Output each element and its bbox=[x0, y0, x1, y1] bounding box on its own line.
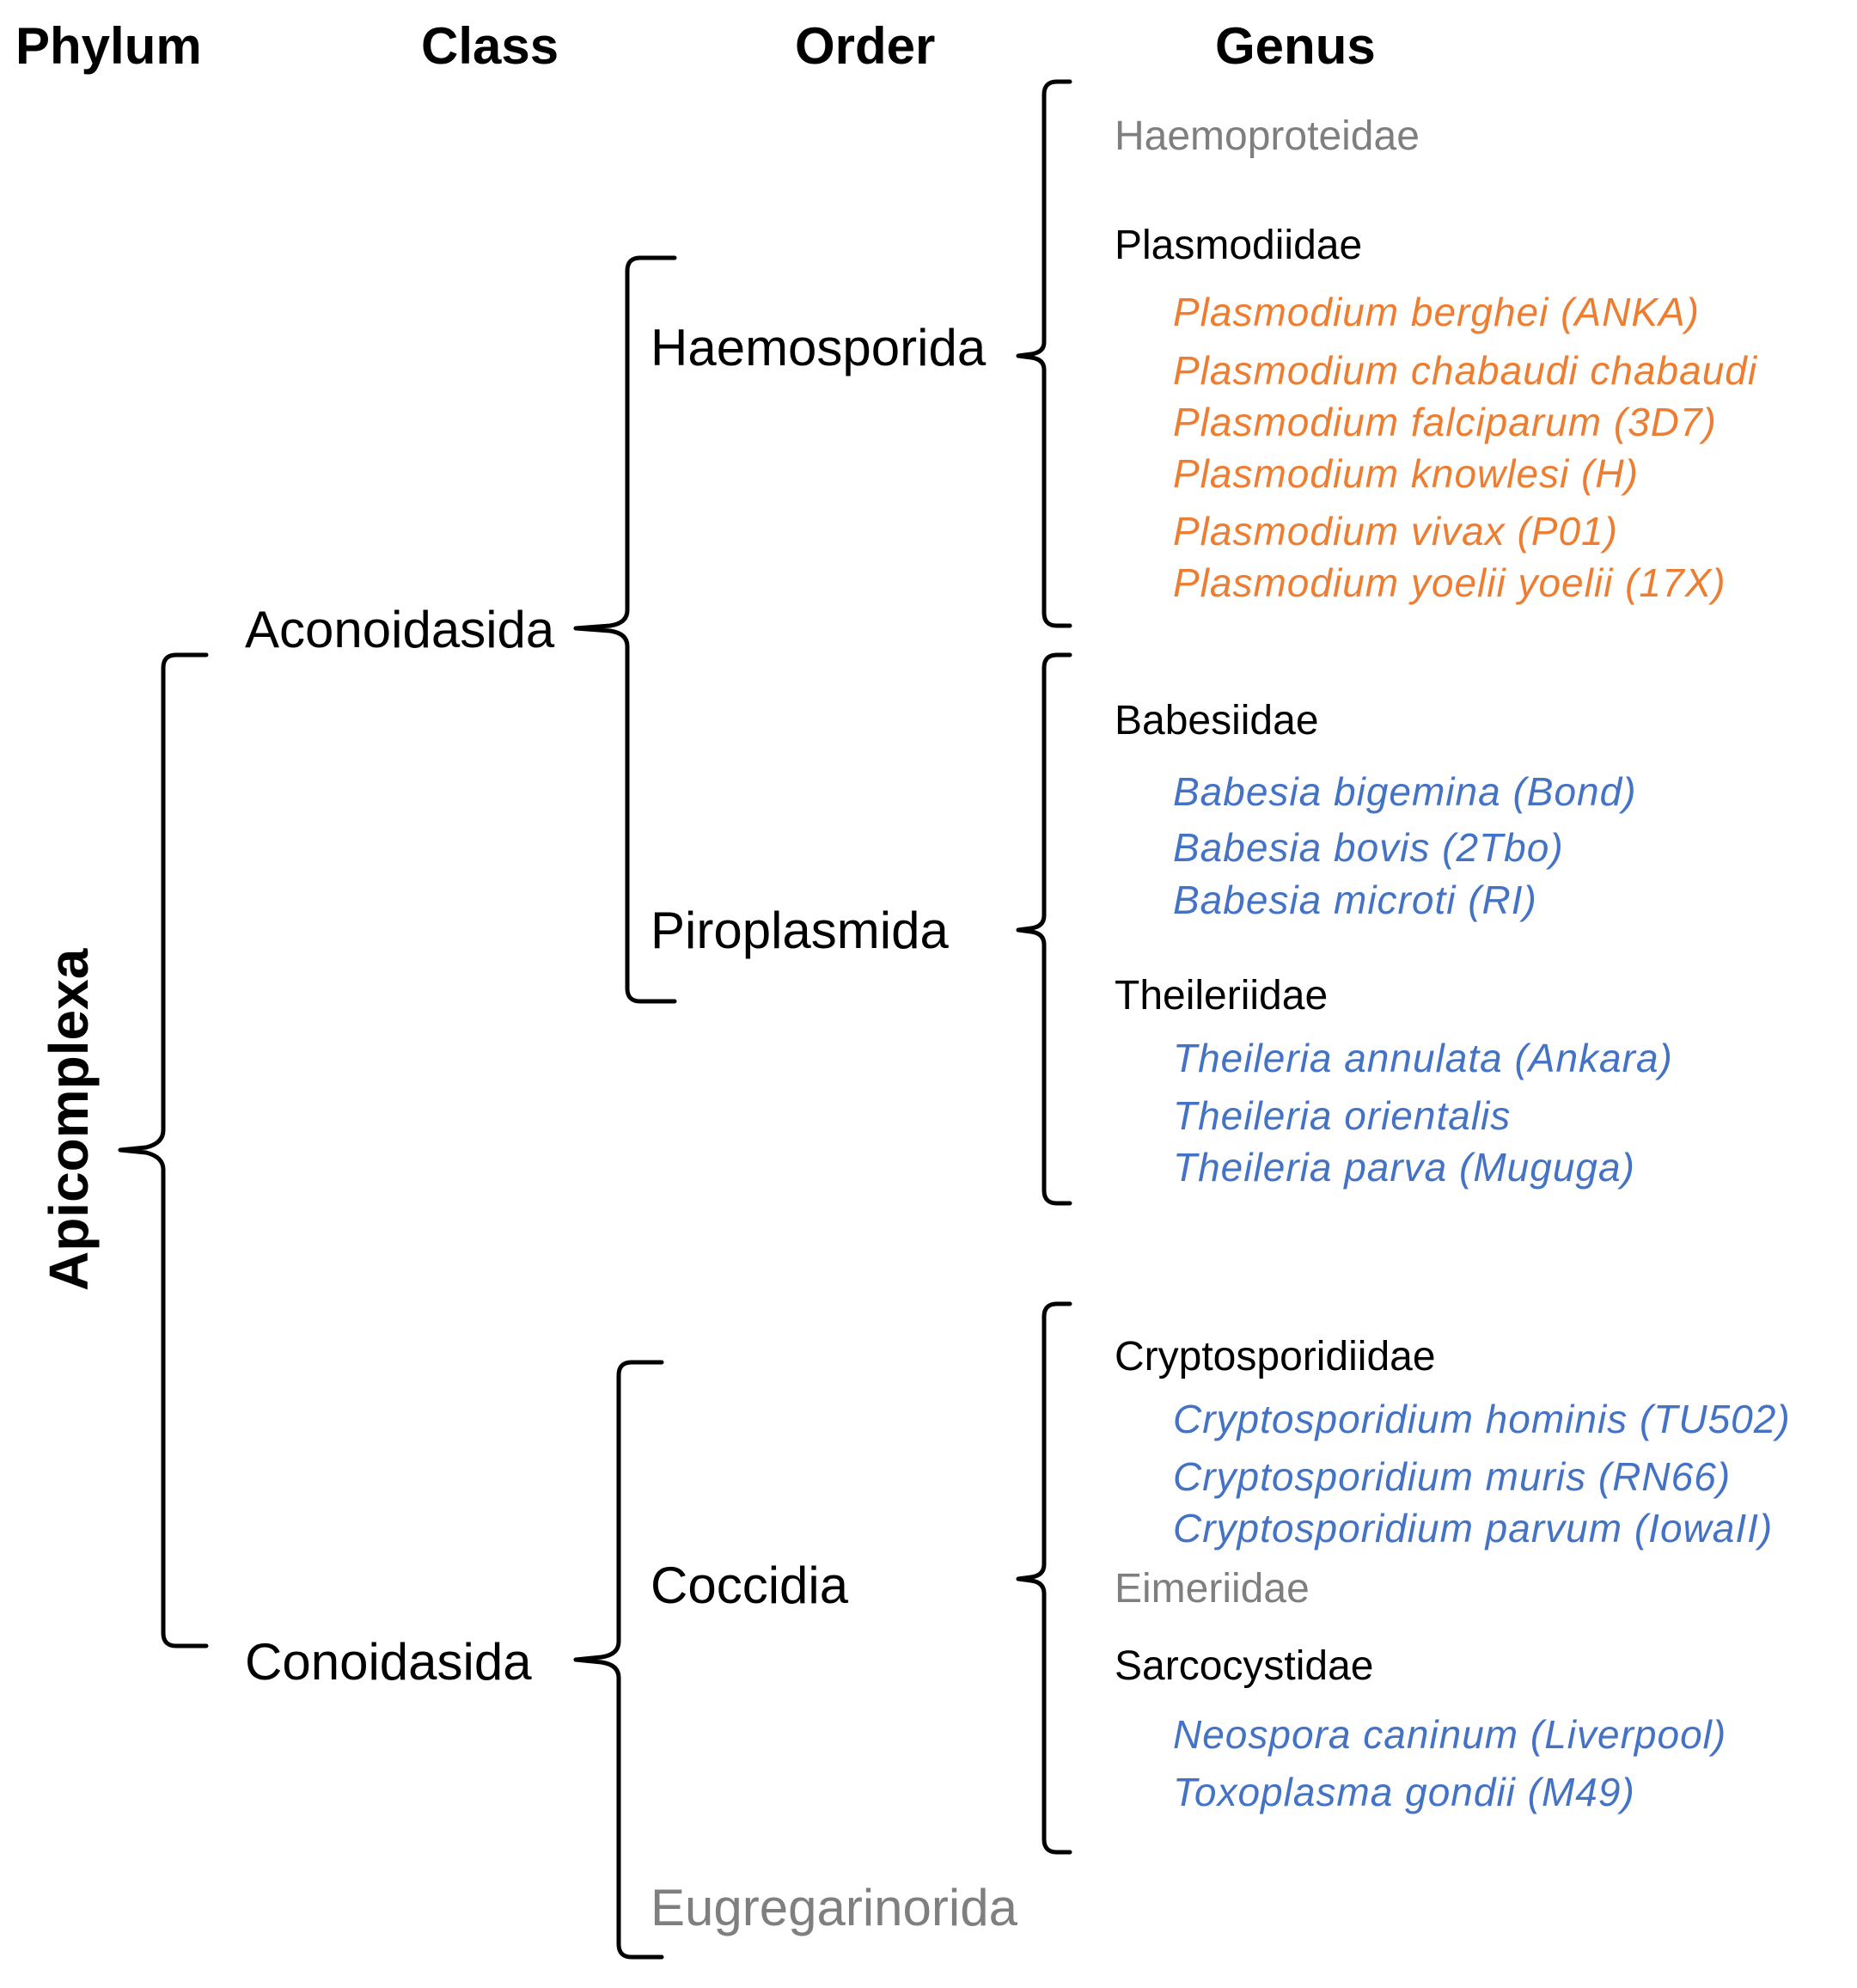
species-babesia-bigemina: Babesia bigemina (Bond) bbox=[1173, 769, 1637, 814]
bracket-piroplasmida bbox=[1016, 652, 1072, 1206]
species-cryptosporidium-muris: Cryptosporidium muris (RN66) bbox=[1173, 1454, 1732, 1499]
family-haemoproteidae: Haemoproteidae bbox=[1115, 113, 1420, 159]
order-eugregarinorida: Eugregarinorida bbox=[651, 1879, 1017, 1936]
family-eimeriidae: Eimeriidae bbox=[1115, 1566, 1310, 1612]
family-babesiidae: Babesiidae bbox=[1115, 698, 1319, 743]
bracket-coccidia bbox=[1016, 1301, 1072, 1855]
header-genus: Genus bbox=[1215, 17, 1376, 75]
species-cryptosporidium-parvum: Cryptosporidium parvum (IowaII) bbox=[1173, 1506, 1774, 1551]
species-plasmodium-knowlesi: Plasmodium knowlesi (H) bbox=[1173, 451, 1639, 496]
class-aconoidasida: Aconoidasida bbox=[245, 601, 555, 658]
order-coccidia: Coccidia bbox=[651, 1557, 849, 1614]
species-plasmodium-berghei: Plasmodium berghei (ANKA) bbox=[1173, 290, 1701, 334]
species-plasmodium-yoelii: Plasmodium yoelii yoelii (17X) bbox=[1173, 560, 1726, 605]
family-theileriidae: Theileriidae bbox=[1115, 973, 1329, 1018]
species-theileria-parva: Theileria parva (Muguga) bbox=[1173, 1145, 1635, 1190]
species-toxoplasma-gondii: Toxoplasma gondii (M49) bbox=[1173, 1770, 1635, 1814]
species-cryptosporidium-hominis: Cryptosporidium hominis (TU502) bbox=[1173, 1397, 1791, 1441]
species-neospora-caninum: Neospora caninum (Liverpool) bbox=[1173, 1712, 1727, 1757]
header-phylum: Phylum bbox=[15, 17, 202, 75]
class-conoidasida: Conoidasida bbox=[245, 1633, 532, 1691]
bracket-aconoidasida bbox=[573, 255, 677, 1004]
family-sarcocystidae: Sarcocystidae bbox=[1115, 1643, 1374, 1689]
species-plasmodium-vivax: Plasmodium vivax (P01) bbox=[1173, 509, 1618, 554]
bracket-phylum bbox=[118, 652, 209, 1649]
species-plasmodium-chabaudi: Plasmodium chabaudi chabaudi bbox=[1173, 348, 1758, 393]
species-babesia-microti: Babesia microti (RI) bbox=[1173, 878, 1537, 922]
family-cryptosporidiidae: Cryptosporidiidae bbox=[1115, 1334, 1436, 1379]
species-plasmodium-falciparum: Plasmodium falciparum (3D7) bbox=[1173, 400, 1717, 444]
bracket-haemosporida bbox=[1016, 79, 1072, 628]
order-haemosporida: Haemosporida bbox=[651, 319, 987, 376]
header-class: Class bbox=[421, 17, 559, 75]
header-order: Order bbox=[795, 17, 936, 75]
order-piroplasmida: Piroplasmida bbox=[651, 902, 949, 959]
species-theileria-orientalis: Theileria orientalis bbox=[1173, 1093, 1512, 1138]
family-plasmodiidae: Plasmodiidae bbox=[1115, 223, 1363, 268]
species-theileria-annulata: Theileria annulata (Ankara) bbox=[1173, 1036, 1673, 1080]
bracket-conoidasida bbox=[573, 1360, 664, 1960]
phylum-label: Apicomplexa bbox=[38, 948, 100, 1291]
species-babesia-bovis: Babesia bovis (2Tbo) bbox=[1173, 825, 1564, 870]
